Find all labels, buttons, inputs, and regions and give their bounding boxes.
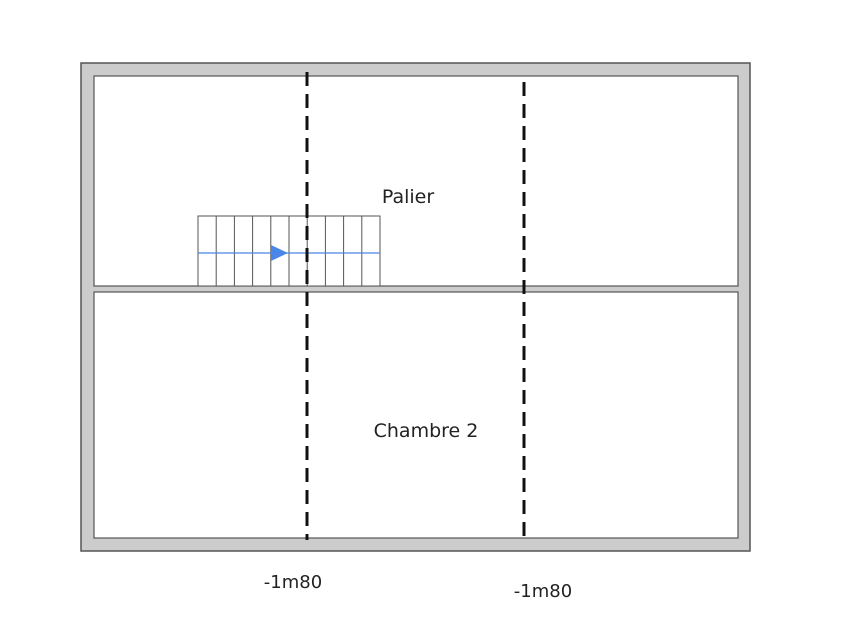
room-palier: [93, 75, 739, 287]
room-label-palier: Palier: [382, 186, 434, 208]
height-label-left: -1m80: [264, 572, 322, 593]
arrow-right-icon: [271, 245, 288, 261]
staircase: [197, 215, 381, 287]
height-label-right: -1m80: [514, 581, 572, 602]
room-label-chambre-2: Chambre 2: [374, 420, 479, 442]
room-chambre-2: [93, 291, 739, 539]
